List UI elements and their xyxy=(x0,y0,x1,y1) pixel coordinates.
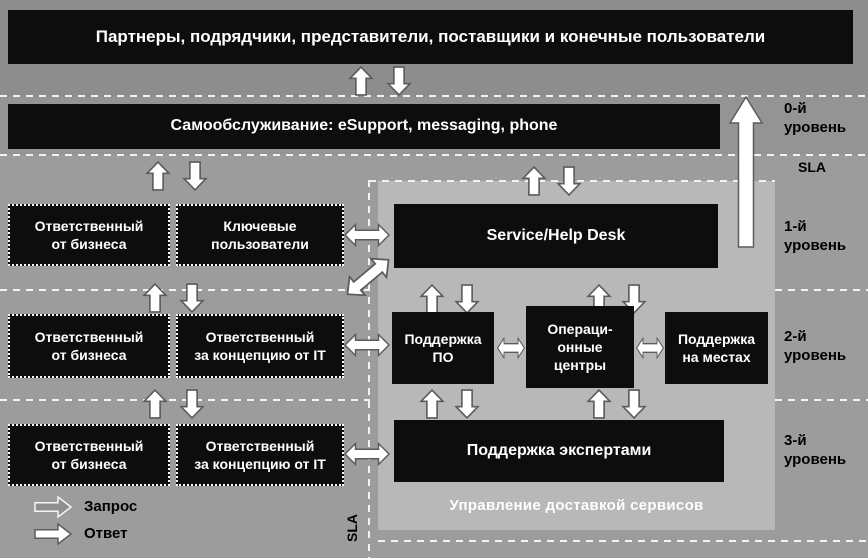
response-arrow-up-icon xyxy=(419,283,445,314)
response-legend-arrow-icon xyxy=(34,522,73,546)
response-arrow-up-icon xyxy=(348,65,374,96)
request-legend-label: Запрос xyxy=(84,498,138,515)
request-arrow-down-icon xyxy=(454,389,480,420)
key-users-box: Ключевые пользователи xyxy=(176,204,344,266)
panel-footer-label: Управление доставкой сервисов xyxy=(449,497,704,514)
separator-l1-l2-right xyxy=(775,289,868,291)
response-arrow-up-icon xyxy=(145,160,171,191)
separator-l1-l2-left xyxy=(0,289,370,291)
it-concept-owner-l3-box: Ответственный за концепцию от IT xyxy=(176,424,344,486)
separator-sla xyxy=(0,154,868,156)
business-owner-l3-box: Ответственный от бизнеса xyxy=(8,424,170,486)
block-arrow-left-right-icon xyxy=(635,336,665,360)
business-owner-l1-box: Ответственный от бизнеса xyxy=(8,204,170,266)
request-arrow-down-icon xyxy=(621,284,647,315)
operation-centers-box: Операци- онные центры xyxy=(526,306,634,388)
business-owner-l2-box: Ответственный от бизнеса xyxy=(8,314,170,378)
block-arrow-left-right-icon xyxy=(496,336,526,360)
block-arrow-left-right-icon xyxy=(343,441,391,467)
diagonal-double-arrow-icon xyxy=(337,248,399,307)
software-support-box: Поддержка ПО xyxy=(392,312,494,384)
request-legend-arrow-icon xyxy=(34,495,73,519)
separator-l2-l3-left xyxy=(0,399,370,401)
escalation-arrow-up-icon xyxy=(728,95,764,248)
expert-support-box: Поддержка экспертами xyxy=(394,420,724,482)
sla-bottom-label: SLA xyxy=(344,514,360,542)
level3-label: 3-й уровень xyxy=(784,432,847,468)
request-arrow-down-icon xyxy=(556,166,582,197)
separator-under-partners xyxy=(0,95,868,97)
sla-right-label: SLA xyxy=(798,159,826,175)
block-arrow-left-right-icon xyxy=(343,222,391,248)
separator-bottom-right xyxy=(378,540,868,542)
request-arrow-down-icon xyxy=(179,389,205,420)
request-arrow-down-icon xyxy=(621,389,647,420)
sla-vertical-border xyxy=(368,180,370,558)
response-arrow-up-icon xyxy=(142,282,168,313)
response-arrow-up-icon xyxy=(521,165,547,196)
response-arrow-up-icon xyxy=(142,388,168,419)
response-legend-label: Ответ xyxy=(84,525,128,542)
response-arrow-up-icon xyxy=(419,388,445,419)
separator-l2-l3-right xyxy=(775,399,868,401)
block-arrow-left-right-icon xyxy=(343,332,391,358)
level2-label: 2-й уровень xyxy=(784,328,847,364)
partners-bar: Партнеры, подрядчики, представители, пос… xyxy=(8,10,853,64)
self-service-bar: Самообслуживание: eSupport, messaging, p… xyxy=(8,104,720,149)
onsite-support-box: Поддержка на местах xyxy=(665,312,768,384)
service-help-desk-box: Service/Help Desk xyxy=(394,204,718,268)
request-arrow-down-icon xyxy=(454,284,480,315)
level1-label: 1-й уровень xyxy=(784,218,847,254)
response-arrow-up-icon xyxy=(586,388,612,419)
level0-label: 0-й уровень xyxy=(784,100,847,136)
request-arrow-down-icon xyxy=(386,66,412,97)
request-arrow-down-icon xyxy=(182,161,208,192)
it-concept-owner-l2-box: Ответственный за концепцию от IT xyxy=(176,314,344,378)
request-arrow-down-icon xyxy=(179,283,205,314)
